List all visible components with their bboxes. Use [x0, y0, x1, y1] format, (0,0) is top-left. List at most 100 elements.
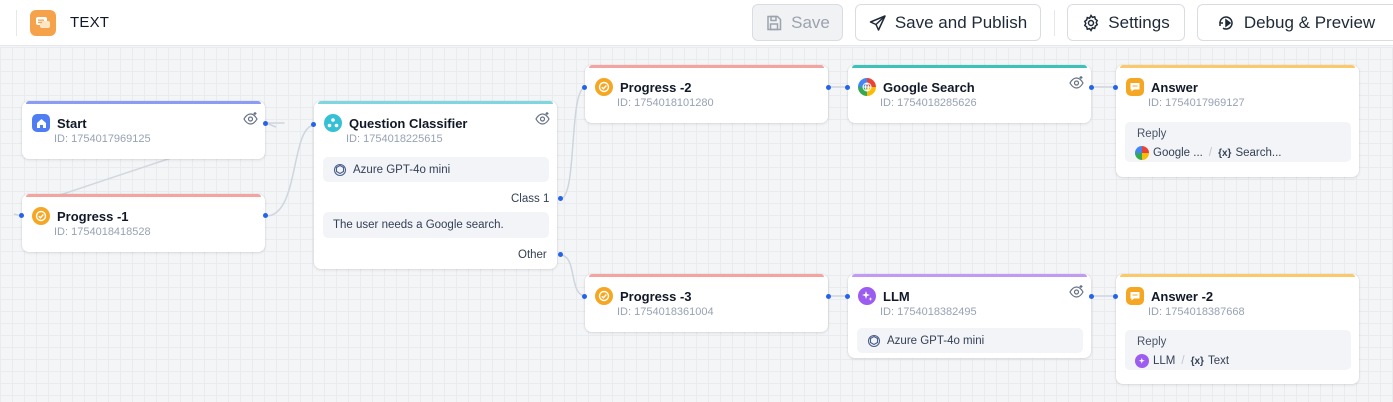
- class-1-label: Class 1: [511, 193, 550, 205]
- home-icon: [32, 114, 50, 132]
- class-1-description[interactable]: The user needs a Google search.: [323, 212, 549, 238]
- model-selector[interactable]: Azure GPT-4o mini: [857, 328, 1083, 353]
- preview-eye-icon[interactable]: [1069, 284, 1085, 298]
- class-1-output-port[interactable]: [558, 196, 563, 201]
- slash-separator: /: [1181, 355, 1185, 367]
- node-title: Question Classifier: [349, 115, 468, 131]
- node-title: Progress -3: [620, 288, 692, 304]
- input-port[interactable]: [19, 213, 24, 218]
- edge-progress1-classifier: [265, 124, 316, 217]
- output-port[interactable]: [1089, 85, 1094, 90]
- edge-class1-progress2: [559, 86, 587, 200]
- classifier-icon: [324, 114, 342, 132]
- openai-icon: [867, 334, 881, 347]
- model-selector[interactable]: Azure GPT-4o mini: [323, 157, 549, 182]
- gear-icon: [1084, 13, 1099, 32]
- preview-eye-icon[interactable]: [535, 111, 551, 125]
- node-accent-line: [26, 194, 261, 197]
- node-title: Answer: [1151, 79, 1198, 95]
- node-title: Answer -2: [1151, 288, 1214, 304]
- variable-icon: {x}: [1218, 147, 1232, 159]
- llm-icon: [1135, 354, 1149, 368]
- output-port[interactable]: [1089, 294, 1094, 299]
- input-port[interactable]: [311, 122, 316, 127]
- variable-icon: {x}: [1190, 355, 1204, 367]
- google-icon: [858, 78, 876, 96]
- workflow-canvas[interactable]: Start ID: 1754017969125 Progress -1 ID: …: [0, 47, 1393, 402]
- node-id: ID: 1754017969125: [54, 133, 151, 145]
- preview-eye-icon[interactable]: [1069, 75, 1085, 89]
- node-progress-3[interactable]: Progress -3 ID: 1754018361004: [582, 274, 831, 332]
- output-port[interactable]: [263, 121, 268, 126]
- output-port[interactable]: [826, 294, 831, 299]
- node-accent-line: [318, 101, 553, 104]
- node-google-search[interactable]: Google Search ID: 1754018285626: [845, 65, 1094, 123]
- class-1-text: The user needs a Google search.: [333, 219, 504, 231]
- node-id: ID: 1754018387668: [1148, 306, 1245, 318]
- node-accent-line: [589, 65, 824, 68]
- node-answer[interactable]: Answer ID: 1754017969127 Reply Google ..…: [1113, 65, 1359, 177]
- reply-label: Reply: [1137, 128, 1167, 140]
- input-port[interactable]: [1113, 85, 1118, 90]
- node-id: ID: 1754018285626: [880, 97, 977, 109]
- node-title: LLM: [883, 288, 910, 304]
- node-accent-line: [1120, 274, 1355, 277]
- ref-node-name: Google ...: [1153, 147, 1203, 159]
- slash-separator: /: [1208, 147, 1213, 159]
- app-title: TEXT: [70, 14, 110, 31]
- chat-app-icon: [30, 10, 56, 36]
- node-id: ID: 1754018418528: [54, 226, 151, 238]
- input-port[interactable]: [845, 85, 850, 90]
- save-button[interactable]: Save: [752, 4, 843, 41]
- other-output-port[interactable]: [558, 252, 563, 257]
- progress-icon: [595, 287, 613, 305]
- output-port[interactable]: [826, 85, 831, 90]
- openai-icon: [333, 163, 347, 176]
- save-and-publish-label: Save and Publish: [894, 12, 1028, 32]
- node-id: ID: 1754018101280: [617, 97, 714, 109]
- node-id: ID: 1754018382495: [880, 306, 977, 318]
- ref-node-name: LLM: [1153, 355, 1176, 367]
- node-title: Progress -1: [57, 208, 129, 224]
- send-icon: [869, 14, 886, 31]
- node-progress-2[interactable]: Progress -2 ID: 1754018101280: [582, 65, 831, 123]
- top-bar: TEXT Save Save and Publish Settings Debu…: [0, 0, 1393, 46]
- node-id: ID: 1754018225615: [346, 133, 443, 145]
- node-question-classifier[interactable]: Question Classifier ID: 1754018225615 Az…: [311, 101, 563, 269]
- node-id: ID: 1754018361004: [617, 306, 714, 318]
- node-accent-line: [852, 65, 1087, 68]
- output-port[interactable]: [263, 213, 268, 218]
- node-progress-1[interactable]: Progress -1 ID: 1754018418528: [19, 194, 268, 252]
- debug-preview-label: Debug & Preview: [1243, 12, 1376, 32]
- reply-box[interactable]: Reply LLM / {x} Text: [1125, 330, 1351, 370]
- ref-variable-name: Search...: [1235, 147, 1282, 159]
- settings-button[interactable]: Settings: [1067, 4, 1185, 41]
- input-port[interactable]: [845, 294, 850, 299]
- preview-eye-icon[interactable]: [243, 111, 259, 125]
- node-answer-2[interactable]: Answer -2 ID: 1754018387668 Reply LLM / …: [1113, 274, 1359, 384]
- reply-variable-ref: Google ... / {x} Search...: [1135, 146, 1281, 160]
- node-title: Progress -2: [620, 79, 692, 95]
- reply-box[interactable]: Reply Google ... / {x} Search...: [1125, 122, 1351, 162]
- debug-icon: [1219, 15, 1233, 30]
- input-port[interactable]: [582, 294, 587, 299]
- edge-other-progress3: [559, 254, 587, 297]
- input-port[interactable]: [582, 85, 587, 90]
- reply-variable-ref: LLM / {x} Text: [1135, 354, 1229, 368]
- node-accent-line: [1120, 65, 1355, 68]
- node-llm[interactable]: LLM ID: 1754018382495 Azure GPT-4o mini: [845, 274, 1094, 358]
- llm-icon: [858, 287, 876, 305]
- node-title: Google Search: [883, 79, 975, 95]
- save-and-publish-button[interactable]: Save and Publish: [855, 4, 1041, 41]
- input-port[interactable]: [1113, 294, 1118, 299]
- ref-variable-name: Text: [1207, 355, 1230, 367]
- node-start[interactable]: Start ID: 1754017969125: [22, 101, 268, 159]
- node-id: ID: 1754017969127: [1148, 97, 1245, 109]
- google-icon: [1135, 146, 1149, 160]
- reply-label: Reply: [1137, 336, 1167, 348]
- divider: [16, 10, 17, 36]
- other-label: Other: [518, 249, 547, 261]
- answer-icon: [1126, 287, 1144, 305]
- debug-preview-button[interactable]: Debug & Preview: [1197, 4, 1393, 41]
- save-label: Save: [791, 12, 830, 32]
